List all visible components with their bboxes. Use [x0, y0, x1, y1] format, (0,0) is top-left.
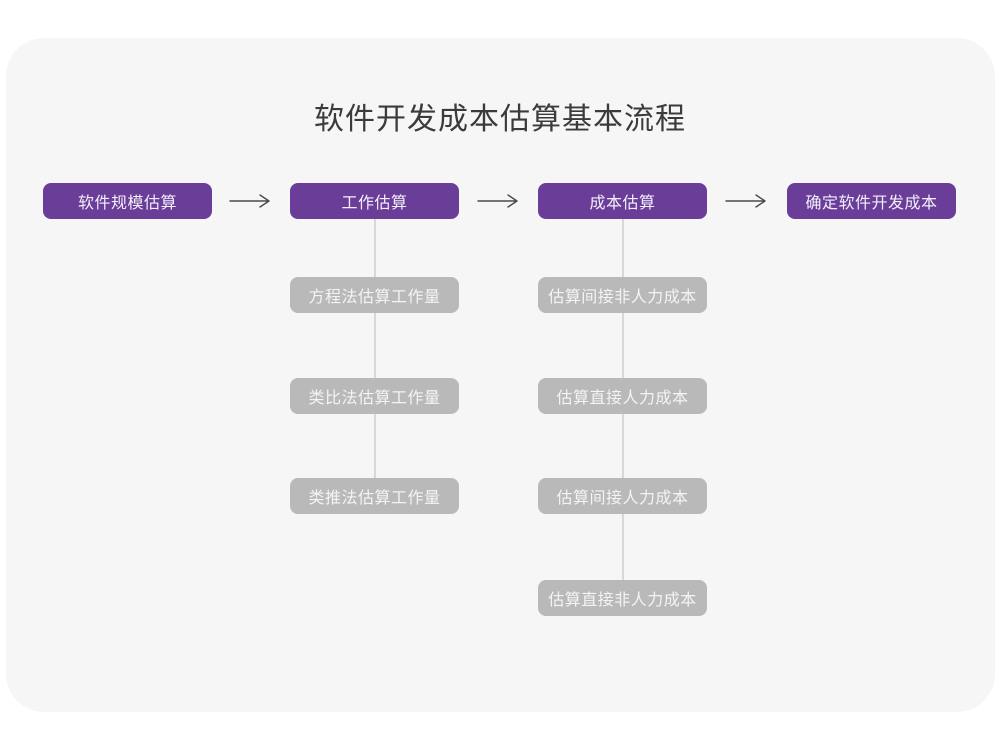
subnode-equation-method-effort: 方程法估算工作量 — [290, 277, 459, 313]
node-software-scale-estimation: 软件规模估算 — [43, 183, 212, 219]
diagram-title: 软件开发成本估算基本流程 — [314, 102, 686, 137]
node-label: 估算直接非人力成本 — [548, 590, 697, 609]
node-work-estimation: 工作估算 — [290, 183, 459, 219]
right-arrow-icon — [725, 194, 766, 208]
subnode-direct-non-labor-cost: 估算直接非人力成本 — [538, 580, 707, 616]
node-label: 方程法估算工作量 — [308, 287, 441, 306]
node-label: 类推法估算工作量 — [308, 488, 441, 507]
subnode-direct-labor-cost: 估算直接人力成本 — [538, 378, 707, 414]
node-label: 类比法估算工作量 — [308, 388, 441, 407]
right-arrow-icon — [229, 194, 270, 208]
node-determine-development-cost: 确定软件开发成本 — [787, 183, 956, 219]
subnode-indirect-non-labor-cost: 估算间接非人力成本 — [538, 277, 707, 313]
node-cost-estimation: 成本估算 — [538, 183, 707, 219]
diagram-card — [6, 38, 995, 712]
node-label: 工作估算 — [341, 193, 408, 212]
subnode-indirect-labor-cost: 估算间接人力成本 — [538, 478, 707, 514]
right-arrow-icon — [477, 194, 518, 208]
node-label: 软件规模估算 — [77, 193, 177, 212]
node-label: 确定软件开发成本 — [805, 193, 938, 212]
subnode-extrapolation-method-effort: 类推法估算工作量 — [290, 478, 459, 514]
connector-work-column — [374, 219, 376, 497]
node-label: 估算直接人力成本 — [556, 388, 689, 407]
node-label: 估算间接非人力成本 — [548, 287, 697, 306]
subnode-analogy-method-effort: 类比法估算工作量 — [290, 378, 459, 414]
node-label: 成本估算 — [589, 193, 656, 212]
node-label: 估算间接人力成本 — [556, 488, 689, 507]
